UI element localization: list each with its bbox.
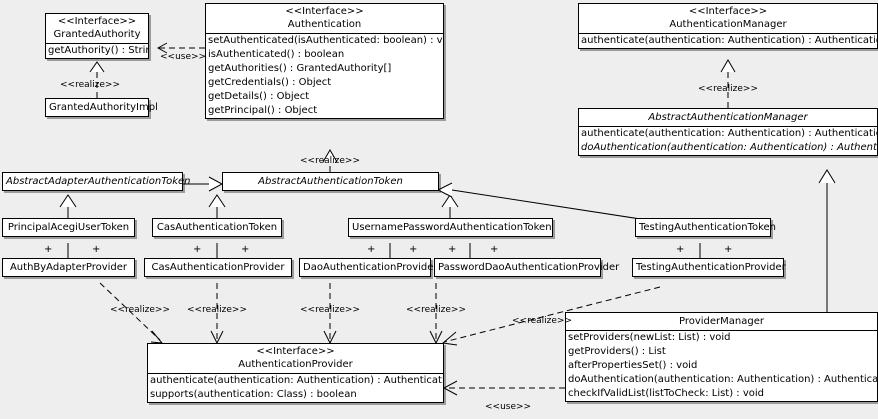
assoc-plus-mark: + bbox=[409, 244, 418, 255]
operation: authenticate(authentication: Authenticat… bbox=[581, 35, 877, 46]
class-header: AbstractAuthenticationManager bbox=[579, 109, 877, 126]
class-name: AbstractAuthenticationManager bbox=[648, 112, 808, 123]
edge-label-realize-grantedauthorityimpl: <<realize>> bbox=[60, 80, 120, 90]
class-cas-authentication-token[interactable]: CasAuthenticationToken bbox=[152, 218, 282, 237]
class-header: <<Interface>> Authentication bbox=[206, 4, 443, 33]
class-name: AbstractAdapterAuthenticationToken bbox=[6, 176, 191, 187]
operation: supports(authentication: Class) : boolea… bbox=[150, 389, 357, 400]
operation: setProviders(newList: List) : void bbox=[568, 332, 731, 343]
class-name: CasAuthenticationToken bbox=[156, 222, 278, 233]
operation: authenticate(authentication: Authenticat… bbox=[581, 128, 877, 139]
class-authentication-manager[interactable]: <<Interface>> AuthenticationManager auth… bbox=[578, 3, 878, 49]
stereotype-label: <<Interface>> bbox=[285, 6, 364, 17]
assoc-plus-mark: + bbox=[92, 244, 101, 255]
assoc-plus-mark: + bbox=[448, 244, 457, 255]
class-abstract-authentication-manager[interactable]: AbstractAuthenticationManager authentica… bbox=[578, 108, 878, 156]
stereotype-label: <<Interface>> bbox=[256, 346, 335, 357]
class-name: AuthenticationManager bbox=[669, 19, 787, 30]
edge-label-realize-daoauthenticationprovider: <<realize>> bbox=[300, 305, 360, 315]
class-header: <<Interface>> AuthenticationProvider bbox=[148, 344, 443, 373]
class-password-dao-authentication-provider[interactable]: PasswordDaoAuthenticationProvider bbox=[434, 258, 620, 277]
class-name: TestingAuthenticationToken bbox=[639, 222, 777, 233]
operations-compartment: setAuthenticated(isAuthenticated: boolea… bbox=[206, 33, 443, 118]
operation: getPrincipal() : Object bbox=[208, 105, 318, 116]
class-header: ProviderManager bbox=[566, 313, 877, 330]
class-name: GrantedAuthorityImpl bbox=[49, 102, 158, 113]
assoc-plus-mark: + bbox=[367, 244, 376, 255]
class-authentication-provider[interactable]: <<Interface>> AuthenticationProvider aut… bbox=[147, 343, 444, 403]
class-name: AuthByAdapterProvider bbox=[9, 262, 128, 273]
assoc-plus-mark: + bbox=[490, 244, 499, 255]
class-abstract-adapter-authentication-token[interactable]: AbstractAdapterAuthenticationToken bbox=[2, 172, 191, 191]
assoc-plus-mark: + bbox=[241, 244, 250, 255]
class-name: PasswordDaoAuthenticationProvider bbox=[438, 262, 620, 273]
class-cas-authentication-provider[interactable]: CasAuthenticationProvider bbox=[144, 258, 292, 277]
operation: afterPropertiesSet() : void bbox=[568, 360, 698, 371]
class-dao-authentication-provider[interactable]: DaoAuthenticationProvider bbox=[299, 258, 438, 277]
edge-label-realize-casauthenticationprovider: <<realize>> bbox=[187, 305, 247, 315]
class-provider-manager[interactable]: ProviderManager setProviders(newList: Li… bbox=[565, 312, 878, 402]
class-name: GrantedAuthority bbox=[53, 29, 141, 40]
operations-compartment: setProviders(newList: List) : void getPr… bbox=[566, 330, 877, 401]
operation: getCredentials() : Object bbox=[208, 77, 332, 88]
class-auth-by-adapter-provider[interactable]: AuthByAdapterProvider bbox=[2, 258, 135, 277]
class-granted-authority-impl[interactable]: GrantedAuthorityImpl bbox=[45, 98, 158, 117]
operations-compartment: authenticate(authentication: Authenticat… bbox=[579, 126, 877, 155]
assoc-plus-mark: + bbox=[724, 244, 733, 255]
edge-label-use-providermanager: <<use>> bbox=[485, 402, 532, 412]
operation: checkIfValidList(listToCheck: List) : vo… bbox=[568, 388, 765, 399]
class-name: CasAuthenticationProvider bbox=[151, 262, 285, 273]
class-header: <<Interface>> AuthenticationManager bbox=[579, 4, 877, 33]
class-authentication[interactable]: <<Interface>> Authentication setAuthenti… bbox=[205, 3, 444, 119]
class-name: TestingAuthenticationProvider bbox=[636, 262, 786, 273]
operation: doAuthentication(authentication: Authent… bbox=[568, 374, 877, 385]
operation: getAuthorities() : GrantedAuthority[] bbox=[208, 63, 392, 74]
class-principal-acegi-user-token[interactable]: PrincipalAcegiUserToken bbox=[2, 218, 135, 237]
stereotype-label: <<Interface>> bbox=[688, 6, 768, 17]
operation: isAuthenticated() : boolean bbox=[208, 49, 345, 60]
class-name: ProviderManager bbox=[678, 316, 764, 327]
operation: authenticate(authentication: Authenticat… bbox=[150, 375, 443, 386]
class-header: <<Interface>> GrantedAuthority bbox=[46, 14, 148, 43]
class-name: AbstractAuthenticationToken bbox=[258, 176, 403, 187]
class-username-password-authentication-token[interactable]: UsernamePasswordAuthenticationToken bbox=[348, 218, 553, 237]
class-abstract-authentication-token[interactable]: AbstractAuthenticationToken bbox=[222, 172, 439, 191]
operation: doAuthentication(authentication: Authent… bbox=[581, 142, 877, 153]
class-name: AuthenticationProvider bbox=[238, 359, 353, 370]
operation: getAuthority() : String bbox=[48, 45, 148, 56]
class-name: PrincipalAcegiUserToken bbox=[7, 222, 130, 233]
operations-compartment: authenticate(authentication: Authenticat… bbox=[148, 373, 443, 402]
edge-label-realize-abstractauthtoken: <<realize>> bbox=[300, 156, 360, 166]
class-testing-authentication-provider[interactable]: TestingAuthenticationProvider bbox=[632, 258, 786, 277]
stereotype-label: <<Interface>> bbox=[57, 16, 137, 27]
class-name: Authentication bbox=[287, 19, 362, 30]
class-granted-authority[interactable]: <<Interface>> GrantedAuthority getAuthor… bbox=[45, 13, 149, 59]
edge-label-realize-testingauthenticationprovider: <<realize>> bbox=[512, 316, 572, 326]
edge-label-realize-passworddaoauthprovider: <<realize>> bbox=[406, 305, 466, 315]
operations-compartment: authenticate(authentication: Authenticat… bbox=[579, 33, 877, 48]
assoc-plus-mark: + bbox=[193, 244, 202, 255]
class-testing-authentication-token[interactable]: TestingAuthenticationToken bbox=[635, 218, 777, 237]
edge-label-realize-authbyadapterprovider: <<realize>> bbox=[110, 305, 170, 315]
operation: getDetails() : Object bbox=[208, 91, 310, 102]
assoc-plus-mark: + bbox=[44, 244, 53, 255]
assoc-plus-mark: + bbox=[676, 244, 685, 255]
operation: getProviders() : List bbox=[568, 346, 666, 357]
edge-label-realize-abstractauthmanager: <<realize>> bbox=[698, 84, 758, 94]
class-name: UsernamePasswordAuthenticationToken bbox=[352, 222, 552, 233]
operations-compartment: getAuthority() : String bbox=[46, 43, 148, 58]
operation: setAuthenticated(isAuthenticated: boolea… bbox=[208, 35, 443, 46]
class-name: DaoAuthenticationProvider bbox=[303, 262, 438, 273]
edge-label-use-authentication-grantedauthority: <<use>> bbox=[160, 52, 207, 62]
